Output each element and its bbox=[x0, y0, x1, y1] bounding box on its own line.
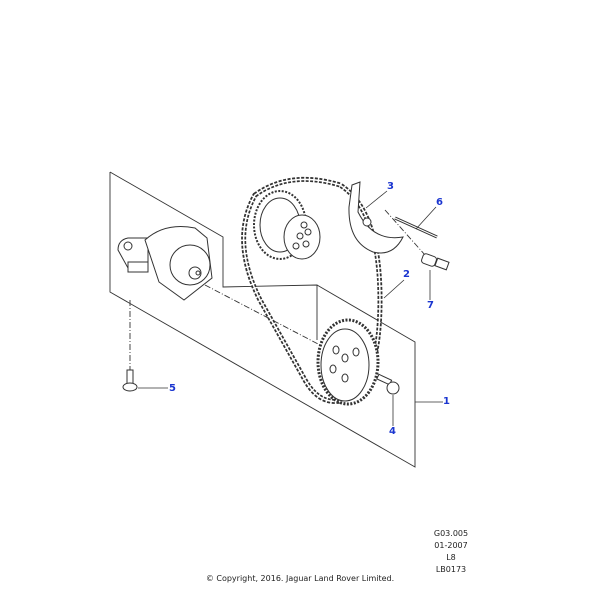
oil-pump bbox=[117, 226, 213, 301]
camshaft-sprocket bbox=[253, 190, 321, 260]
diagram-code: G03.005 bbox=[433, 529, 469, 538]
chain-tensioner bbox=[348, 181, 404, 254]
diagram-model: L8 bbox=[446, 553, 456, 562]
callout-7[interactable]: 7 bbox=[427, 300, 434, 311]
callout-4[interactable]: 4 bbox=[389, 426, 396, 437]
screw bbox=[122, 369, 138, 392]
diagram-ref: LB0173 bbox=[435, 565, 467, 574]
bolt bbox=[376, 373, 400, 395]
callout-6[interactable]: 6 bbox=[436, 197, 443, 208]
diagram-date: 01-2007 bbox=[434, 541, 468, 550]
panel-outline bbox=[109, 172, 416, 468]
callout-3[interactable]: 3 bbox=[387, 181, 394, 192]
callout-2[interactable]: 2 bbox=[403, 269, 410, 280]
copyright-notice: © Copyright, 2016. Jaguar Land Rover Lim… bbox=[205, 574, 395, 583]
stud bbox=[421, 253, 450, 271]
callout-5[interactable]: 5 bbox=[169, 383, 176, 394]
callout-1[interactable]: 1 bbox=[443, 396, 450, 407]
left-panel-outline bbox=[109, 171, 318, 340]
crankshaft-sprocket bbox=[316, 318, 380, 406]
